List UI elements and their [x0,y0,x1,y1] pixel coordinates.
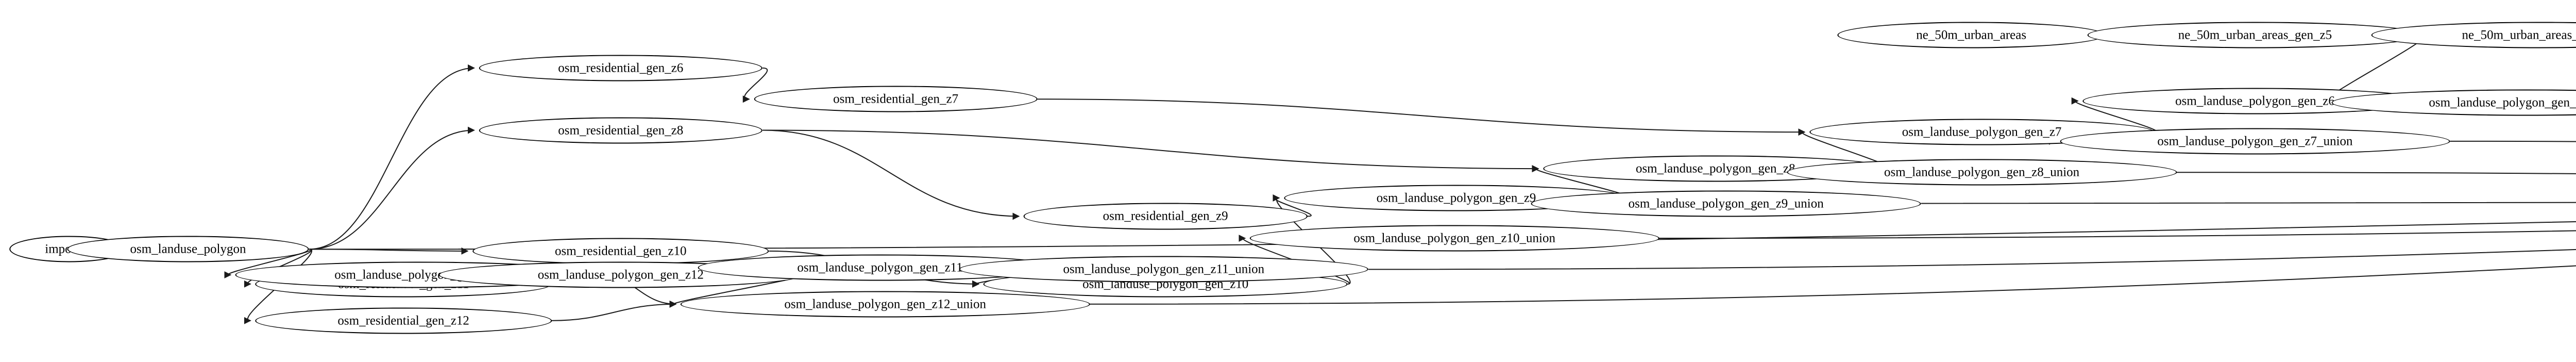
graph-node-osm-landuse-polygon-gen-z12-union[interactable]: osm_landuse_polygon_gen_z12_union [680,291,1090,318]
graph-node-label: osm_residential_gen_z6 [558,61,684,75]
graph-edge-osm-residential-gen-z6--to--osm-residential-gen-z7 [742,67,768,103]
graph-node-label: osm_landuse_polygon [130,242,246,256]
graph-edge-osm-landuse-polygon-gen-z12-union--to--layer-landuse [1090,265,2576,305]
graph-node-label: osm_landuse_polygon_gen_z9_union [1628,196,1824,211]
graph-node-ne-50m-urban-areas-gen-z5[interactable]: ne_50m_urban_areas_gen_z5 [2087,22,2423,48]
graph-node-label: ne_50m_urban_areas [1916,28,2027,42]
graph-node-osm-landuse-polygon-gen-z10-union[interactable]: osm_landuse_polygon_gen_z10_union [1249,225,1659,252]
graph-node-label: ne_50m_urban_areas_gen_z5 [2178,28,2332,42]
graph-node-label: osm_landuse_polygon_gen_z12 [537,268,704,282]
graph-node-label: osm_landuse_polygon_gen_z7 [1902,125,2062,139]
graph-edge-osm-residential-gen-z12--to--osm-landuse-polygon-gen-z12-union [551,300,677,321]
graph-node-osm-landuse-polygon-gen-z6[interactable]: osm_landuse_polygon_gen_z6 [2082,88,2428,114]
graph-node-label: osm_landuse_polygon_gen_z11_union [1063,262,1265,276]
graph-node-label: osm_landuse_polygon_gen_z10_union [1353,231,1555,245]
graph-node-osm-residential-gen-z6[interactable]: osm_residential_gen_z6 [479,55,763,81]
graph-node-label: osm_landuse_polygon_gen_z7_union [2157,134,2353,149]
graph-node-label: osm_landuse_polygon_gen_z6_union [2429,95,2576,110]
graph-node-osm-residential-gen-z9[interactable]: osm_residential_gen_z9 [1023,203,1308,229]
graph-node-label: osm_landuse_polygon_gen_z9 [1376,191,1536,205]
graph-node-label: osm_residential_gen_z8 [558,123,684,138]
graph-node-osm-landuse-polygon-gen-z8-union[interactable]: osm_landuse_polygon_gen_z8_union [1787,159,2177,186]
graph-node-label: osm_residential_gen_z9 [1103,209,1228,223]
graph-node-label: osm_landuse_polygon_gen_z8_union [1884,165,2080,179]
graph-edge-osm-landuse-polygon--to--layer-landuse [309,221,2576,250]
graph-node-osm-residential-gen-z8[interactable]: osm_residential_gen_z8 [479,117,763,144]
graph-node-osm-landuse-polygon[interactable]: osm_landuse_polygon [67,236,309,262]
graph-node-label: osm_residential_gen_z10 [555,244,687,258]
graph-edge-osm-residential-gen-z7--to--osm-landuse-polygon-gen-z7 [1037,98,1806,136]
graph-edge-osm-landuse-polygon--to--osm-residential-gen-z8 [309,126,475,250]
graph-edge-osm-landuse-polygon-gen-z10-union--to--layer-landuse [1659,230,2576,239]
graph-node-label: osm_landuse_polygon_gen_z8 [1635,161,1795,176]
graph-edge-osm-landuse-polygon-gen-z9-union--to--layer-landuse [1921,202,2576,204]
graph-node-label: osm_residential_gen_z12 [337,314,469,328]
graph-edge-osm-landuse-polygon--to--osm-landuse-polygon-gen-z13 [224,249,312,278]
graph-node-ne-50m-urban-areas[interactable]: ne_50m_urban_areas [1837,22,2105,48]
graph-edge-osm-landuse-polygon--to--osm-residential-gen-z6 [309,64,475,250]
graph-node-label: osm_residential_gen_z7 [833,92,959,106]
graph-node-osm-landuse-polygon-gen-z7-union[interactable]: osm_landuse_polygon_gen_z7_union [2060,128,2450,155]
graph-edge-osm-residential-gen-z8--to--osm-residential-gen-z9 [762,129,1020,220]
graph-edge-osm-landuse-polygon-gen-z8-union--to--layer-landuse [2177,172,2576,174]
graph-node-osm-residential-gen-z12[interactable]: osm_residential_gen_z12 [255,307,552,334]
graph-node-label: ne_50m_urban_areas_gen_z4 [2462,28,2576,42]
graph-node-osm-landuse-polygon-gen-z9-union[interactable]: osm_landuse_polygon_gen_z9_union [1531,190,1921,217]
graph-edge-osm-landuse-polygon-gen-z11-union--to--layer-landuse [1368,249,2576,270]
graph-edge-osm-residential-gen-z8--to--osm-landuse-polygon-gen-z8 [762,129,1539,173]
graph-node-label: osm_landuse_polygon_gen_z12_union [784,297,986,311]
graph-edge-osm-landuse-polygon-gen-z7-union--to--layer-landuse [2450,140,2576,142]
graph-node-label: osm_landuse_polygon_gen_z6 [2175,94,2335,108]
graph-node-osm-residential-gen-z7[interactable]: osm_residential_gen_z7 [754,86,1038,112]
graph-node-label: osm_landuse_polygon_gen_z11 [797,260,963,275]
graph-node-osm-landuse-polygon-gen-z11-union[interactable]: osm_landuse_polygon_gen_z11_union [959,256,1369,283]
